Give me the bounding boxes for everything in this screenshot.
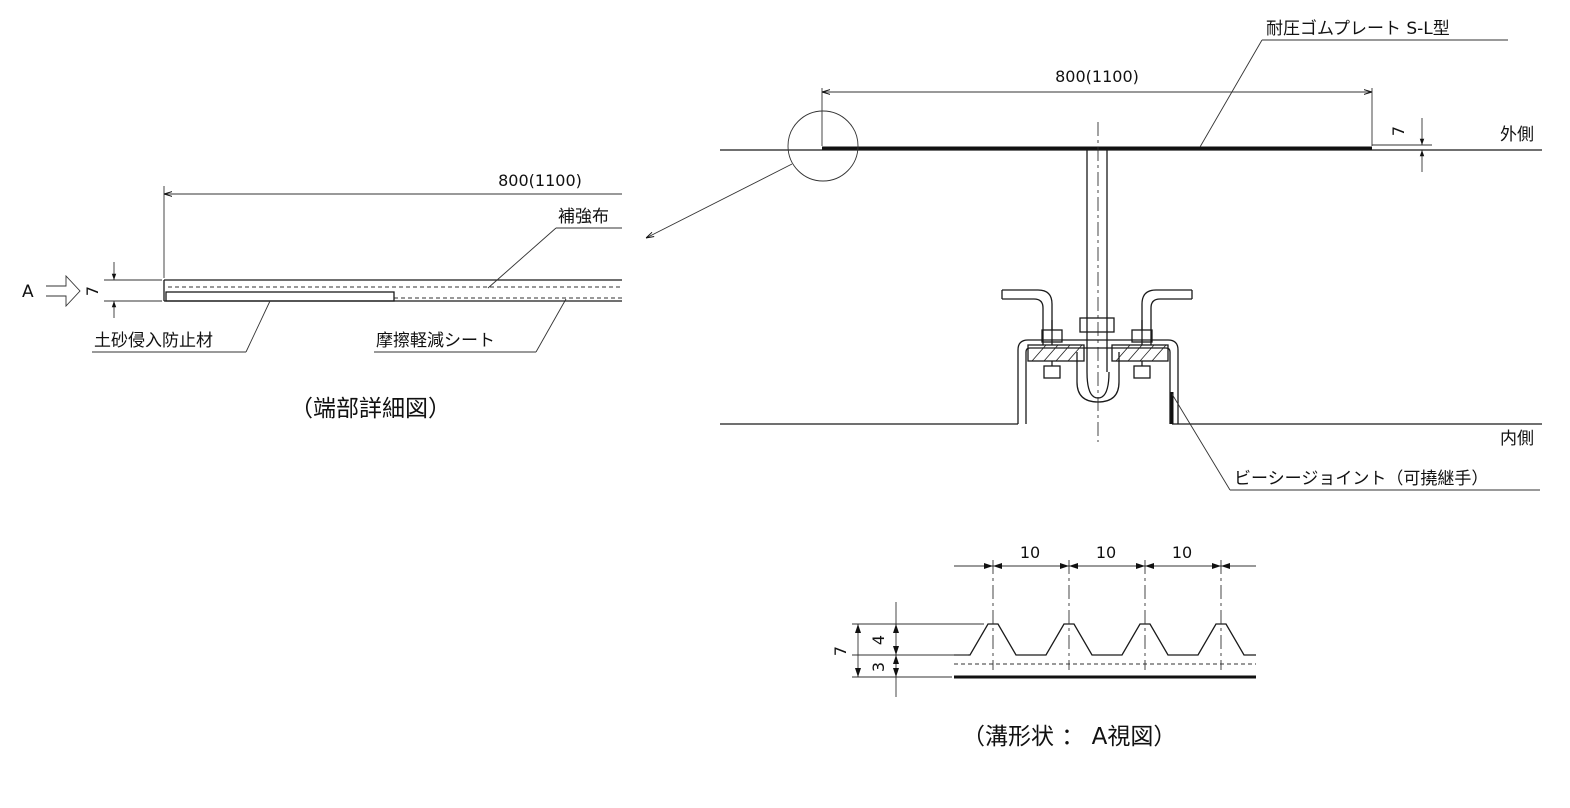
- clamp-plate-right: [1111, 344, 1169, 362]
- end-detail-caption: （端部詳細図）: [290, 396, 451, 422]
- bolt-left: [1041, 320, 1063, 379]
- plate-thickness-value: 7: [1389, 126, 1408, 136]
- reinforcing-cloth-label: 補強布: [558, 207, 609, 227]
- bolt-right: [1131, 320, 1153, 379]
- main-width-value: 800(1100): [1055, 67, 1139, 86]
- groove-profile: [954, 623, 1256, 656]
- bolt-center-nut: [1079, 317, 1115, 333]
- detail-circle: [787, 110, 859, 182]
- anchor-bolt: [1076, 150, 1120, 403]
- end-detail-view: 800(1100) 7 A 補強布 土: [22, 171, 622, 422]
- detail-width-dimension: 800(1100): [163, 171, 622, 278]
- channel-joint: [1017, 339, 1179, 424]
- groove-total-value: 7: [831, 646, 850, 656]
- sediment-stop-label: 土砂侵入防止材: [94, 331, 213, 351]
- groove-pitch-dimension: 10 10 10: [954, 543, 1256, 670]
- friction-sheet-leader: 摩擦軽減シート: [374, 298, 567, 353]
- groove-pitch-2: 10: [1096, 543, 1116, 562]
- detail-width-value: 800(1100): [498, 171, 582, 190]
- hook-left: [1001, 289, 1053, 345]
- plate-thickness-dimension: 7: [1376, 118, 1432, 172]
- detail-thickness-dimension: 7: [83, 262, 162, 318]
- groove-view: 10 10 10 7 4 3 （溝形状 ： A視図）: [831, 543, 1256, 750]
- reinforcing-cloth-leader: 補強布: [487, 207, 622, 289]
- groove-base-value: 3: [869, 662, 888, 672]
- main-width-dimension: 800(1100): [821, 67, 1373, 146]
- outside-label: 外側: [1500, 125, 1534, 145]
- groove-pitch-3: 10: [1172, 543, 1192, 562]
- sediment-stop-strip: [165, 291, 395, 302]
- main-section-view: 800(1100) 7 外側 内側 耐圧ゴムプレート S-L型: [646, 18, 1542, 491]
- groove-depth-dimension: 7 4 3: [831, 602, 984, 697]
- joint-leader: ビーシージョイント（可撓継手）: [1171, 393, 1540, 491]
- inside-label: 内側: [1500, 429, 1534, 449]
- groove-depth-value: 4: [869, 635, 888, 645]
- groove-caption: （溝形状 ： A視図）: [962, 724, 1176, 750]
- view-a-arrow: A: [22, 274, 81, 308]
- plate-leader: 耐圧ゴムプレート S-L型: [1199, 18, 1508, 148]
- detail-pointer: [646, 163, 793, 238]
- view-a-label: A: [22, 282, 34, 302]
- groove-pitch-1: 10: [1020, 543, 1040, 562]
- clamp-plate-left: [1027, 344, 1085, 362]
- hook-right: [1141, 289, 1193, 345]
- sediment-stop-leader: 土砂侵入防止材: [92, 300, 271, 353]
- plate-label: 耐圧ゴムプレート S-L型: [1266, 18, 1450, 39]
- friction-sheet-label: 摩擦軽減シート: [376, 331, 495, 351]
- detail-thickness-value: 7: [83, 286, 102, 296]
- joint-label: ビーシージョイント（可撓継手）: [1234, 469, 1488, 489]
